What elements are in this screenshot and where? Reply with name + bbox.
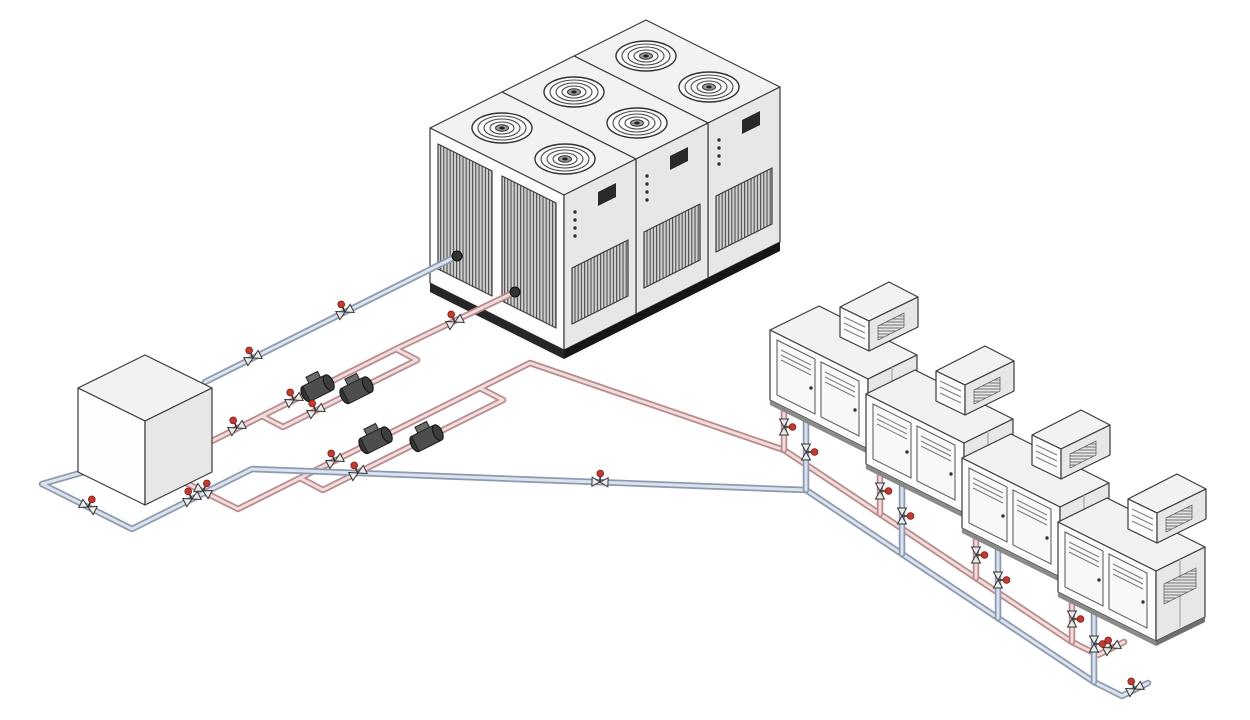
chiller-return-flange [451,250,463,262]
chiller-supply-flange [509,286,521,298]
buffer-tank [77,354,213,506]
terminal-unit-row [769,281,1207,647]
